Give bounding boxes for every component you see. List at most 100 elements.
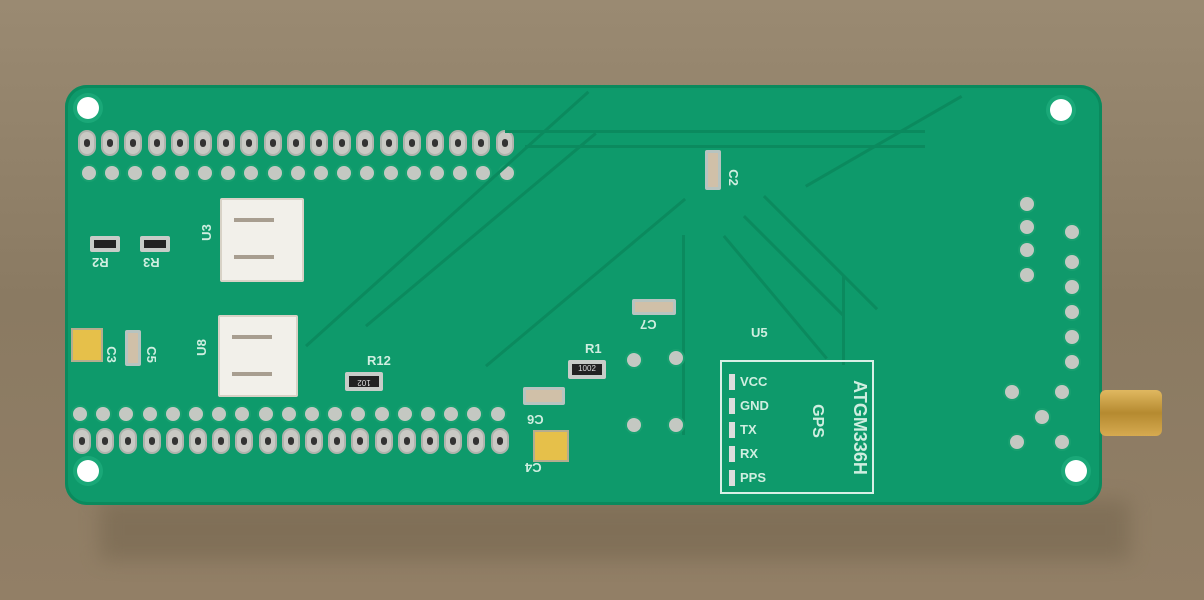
trace (805, 95, 963, 188)
header-pin (421, 407, 435, 421)
header-pin (383, 166, 398, 180)
mounting-hole (1050, 99, 1072, 121)
header-pin (191, 430, 205, 452)
header-pin (406, 166, 421, 180)
label-u8: U8 (193, 339, 209, 356)
pin-pps: PPS (740, 470, 767, 485)
trace (305, 90, 590, 348)
header-pin (453, 166, 468, 180)
header-pin (219, 132, 234, 154)
header-pin (467, 407, 482, 421)
header-pin (374, 407, 389, 421)
header-pin (151, 166, 166, 180)
header-pin (492, 430, 507, 452)
connector-u8 (218, 315, 298, 397)
header-pin (258, 407, 273, 421)
resistor-r12: 102 (345, 372, 383, 391)
header-pin (288, 132, 303, 154)
label-c6: C6 (527, 412, 544, 427)
connector-u3 (220, 198, 304, 282)
header-pin (314, 166, 328, 180)
pcb-board: U3 U8 R2 R3 C3 C5 R12 102 R1 1002 C7 C2 … (65, 85, 1102, 505)
mounting-hole (1065, 460, 1087, 482)
header-pin (128, 166, 143, 180)
gps-label: GPS (808, 404, 826, 438)
header-pin (360, 166, 375, 180)
header-pin (80, 132, 94, 154)
label-r2: R2 (92, 255, 109, 270)
header-pin (469, 430, 484, 452)
pin-tx: TX (740, 422, 757, 437)
header-pin (1065, 280, 1079, 294)
trace (365, 132, 597, 328)
header-pin (430, 166, 444, 180)
header-pin (1020, 268, 1034, 282)
via (669, 351, 683, 365)
header-pin (281, 407, 296, 421)
label-r1: R1 (585, 341, 602, 356)
header-pin (451, 132, 466, 154)
header-pin (167, 430, 182, 452)
header-pin (1065, 225, 1079, 239)
header-pin (242, 132, 257, 154)
header-pin (283, 430, 298, 452)
header-pin (1065, 255, 1079, 269)
header-pin (305, 407, 319, 421)
header-pin (267, 166, 282, 180)
header-pin (1010, 435, 1024, 449)
header-pin (497, 132, 512, 154)
label-r12: R12 (367, 353, 391, 368)
header-pin (1065, 330, 1079, 344)
header-pin (444, 407, 459, 421)
header-pin (428, 132, 442, 154)
trace (722, 235, 828, 360)
label-c2: C2 (725, 169, 741, 186)
header-pin (328, 407, 343, 421)
header-pin (446, 430, 461, 452)
header-pin (358, 132, 373, 154)
trace (842, 275, 845, 365)
header-pin (144, 430, 159, 452)
header-pin (172, 132, 187, 154)
capacitor-c7 (632, 299, 676, 315)
resistor-r2 (90, 236, 120, 252)
header-pin (337, 166, 352, 180)
header-pin (290, 166, 305, 180)
header-pin (149, 132, 164, 154)
header-pin (126, 132, 141, 154)
header-pin (1065, 355, 1079, 369)
resistor-r3 (140, 236, 170, 252)
capacitor-c5 (125, 330, 141, 366)
header-pin (397, 407, 412, 421)
trace (682, 235, 685, 435)
header-pin (404, 132, 419, 154)
via (669, 418, 683, 432)
header-pin (1055, 435, 1069, 449)
gps-model-label: ATGM336H (849, 380, 870, 475)
label-c7: C7 (640, 317, 657, 332)
header-pin (1020, 197, 1034, 211)
header-pin (235, 407, 250, 421)
header-pin (214, 430, 229, 452)
header-pin (307, 430, 321, 452)
header-pin (189, 407, 203, 421)
label-c5: C5 (143, 346, 159, 363)
header-pin (121, 430, 136, 452)
header-pin (335, 132, 350, 154)
trace (742, 215, 844, 317)
header-pin (376, 430, 391, 452)
label-c3: C3 (103, 346, 119, 363)
label-u3: U3 (198, 224, 214, 241)
header-pin (142, 407, 157, 421)
board-shadow (100, 500, 1130, 560)
header-pin (119, 407, 134, 421)
label-u5: U5 (751, 325, 768, 340)
header-pin (75, 430, 89, 452)
header-pin (423, 430, 437, 452)
header-pin (330, 430, 345, 452)
header-pin (82, 166, 96, 180)
header-pin (221, 166, 236, 180)
capacitor-c3 (71, 328, 103, 362)
header-pin (351, 407, 366, 421)
header-pin (1035, 410, 1049, 424)
